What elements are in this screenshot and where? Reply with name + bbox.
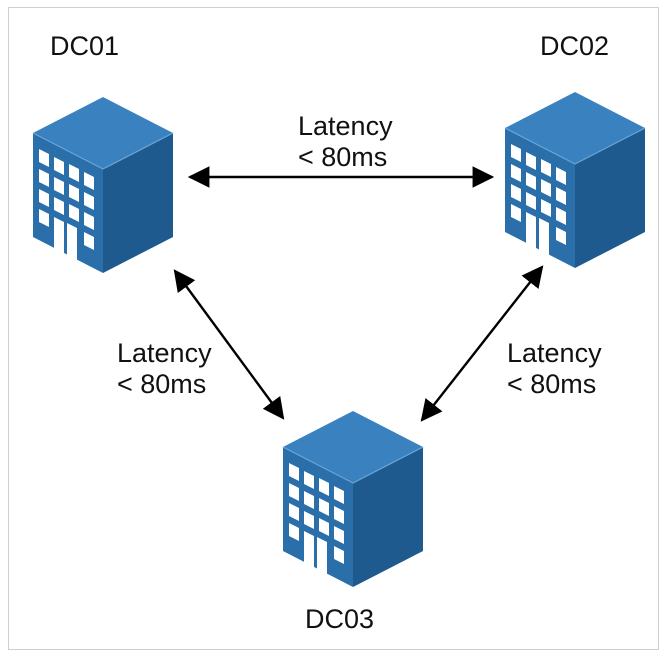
latency-text: Latency xyxy=(298,111,393,141)
link-dc01-dc03-label: Latency < 80ms xyxy=(117,338,212,399)
latency-text: Latency xyxy=(507,338,602,368)
dc01-label: DC01 xyxy=(50,31,119,61)
link-dc02-dc03-arrow xyxy=(420,265,544,422)
dc02-label: DC02 xyxy=(540,31,609,61)
dc01-building-icon xyxy=(32,96,174,274)
latency-value: < 80ms xyxy=(298,142,387,172)
dc03-label: DC03 xyxy=(305,604,374,634)
link-dc01-dc03-arrow xyxy=(173,269,285,420)
link-dc01-dc02-label: Latency < 80ms xyxy=(298,111,393,172)
latency-text: Latency xyxy=(117,338,212,368)
latency-value: < 80ms xyxy=(507,369,596,399)
dc03-building-icon xyxy=(282,410,424,588)
dc02-building-icon xyxy=(504,91,646,269)
latency-value: < 80ms xyxy=(117,369,206,399)
link-dc02-dc03-label: Latency < 80ms xyxy=(507,338,602,399)
